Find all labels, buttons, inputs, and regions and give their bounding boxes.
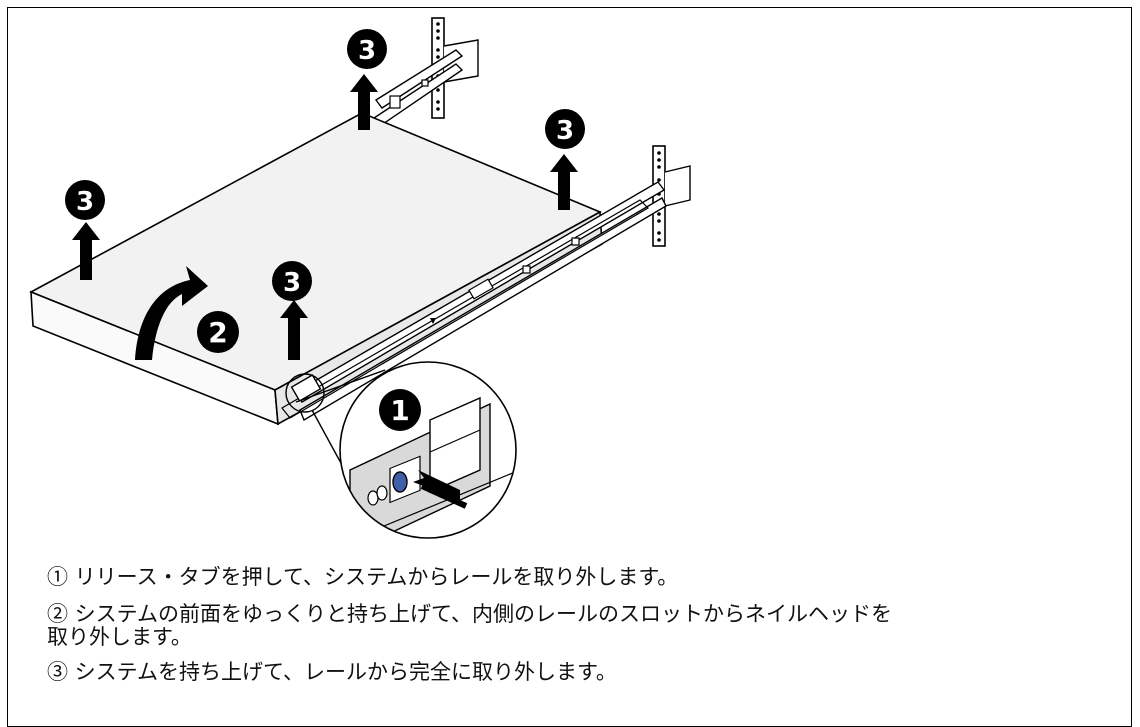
zoom-line-top <box>295 369 386 403</box>
caption-step-2: ② システムの前面をゆっくりと持ち上げて、内側のレールのスロットからネイルヘッド… <box>47 603 1107 649</box>
callout-3-front-left: 3 <box>65 180 105 220</box>
svg-text:1: 1 <box>390 394 409 427</box>
up-arrow-rear-left <box>350 74 378 130</box>
svg-text:3: 3 <box>358 36 376 66</box>
callout-3-rear-left: 3 <box>347 29 387 69</box>
svg-text:2: 2 <box>208 316 227 349</box>
release-tab-detail <box>339 361 517 539</box>
caption-step-2-line-2: 取り外します。 <box>47 625 192 649</box>
callout-3-rear-right: 3 <box>545 109 585 149</box>
caption-step-3: ③ システムを持ち上げて、レールから完全に取り外します。 <box>47 660 617 684</box>
svg-text:3: 3 <box>556 116 574 146</box>
lift-front-curved-arrow <box>135 266 208 360</box>
callout-1: 1 <box>379 389 421 431</box>
front-rack-post <box>652 145 691 247</box>
release-tab <box>392 471 408 493</box>
caption-step-2-line-1: ② システムの前面をゆっくりと持ち上げて、内側のレールのスロットからネイルヘッド… <box>47 602 892 626</box>
svg-text:3: 3 <box>76 187 94 217</box>
rear-rail <box>372 49 464 127</box>
callout-3-front-right: 3 <box>272 261 312 301</box>
up-arrow-rear-right <box>550 154 578 210</box>
up-arrow-front-left <box>72 222 100 280</box>
step-captions: ① リリース・タブを押して、システムからレールを取り外します。 ② システムの前… <box>47 566 1107 698</box>
up-arrow-front-right <box>280 300 308 360</box>
svg-text:3: 3 <box>283 268 301 298</box>
callout-2: 2 <box>197 311 239 353</box>
rail-removal-illustration: 1 2 3 3 3 3 <box>29 17 691 539</box>
caption-step-1: ① リリース・タブを押して、システムからレールを取り外します。 <box>47 565 679 589</box>
zoom-source-circle <box>285 373 325 413</box>
front-rail <box>281 181 667 422</box>
